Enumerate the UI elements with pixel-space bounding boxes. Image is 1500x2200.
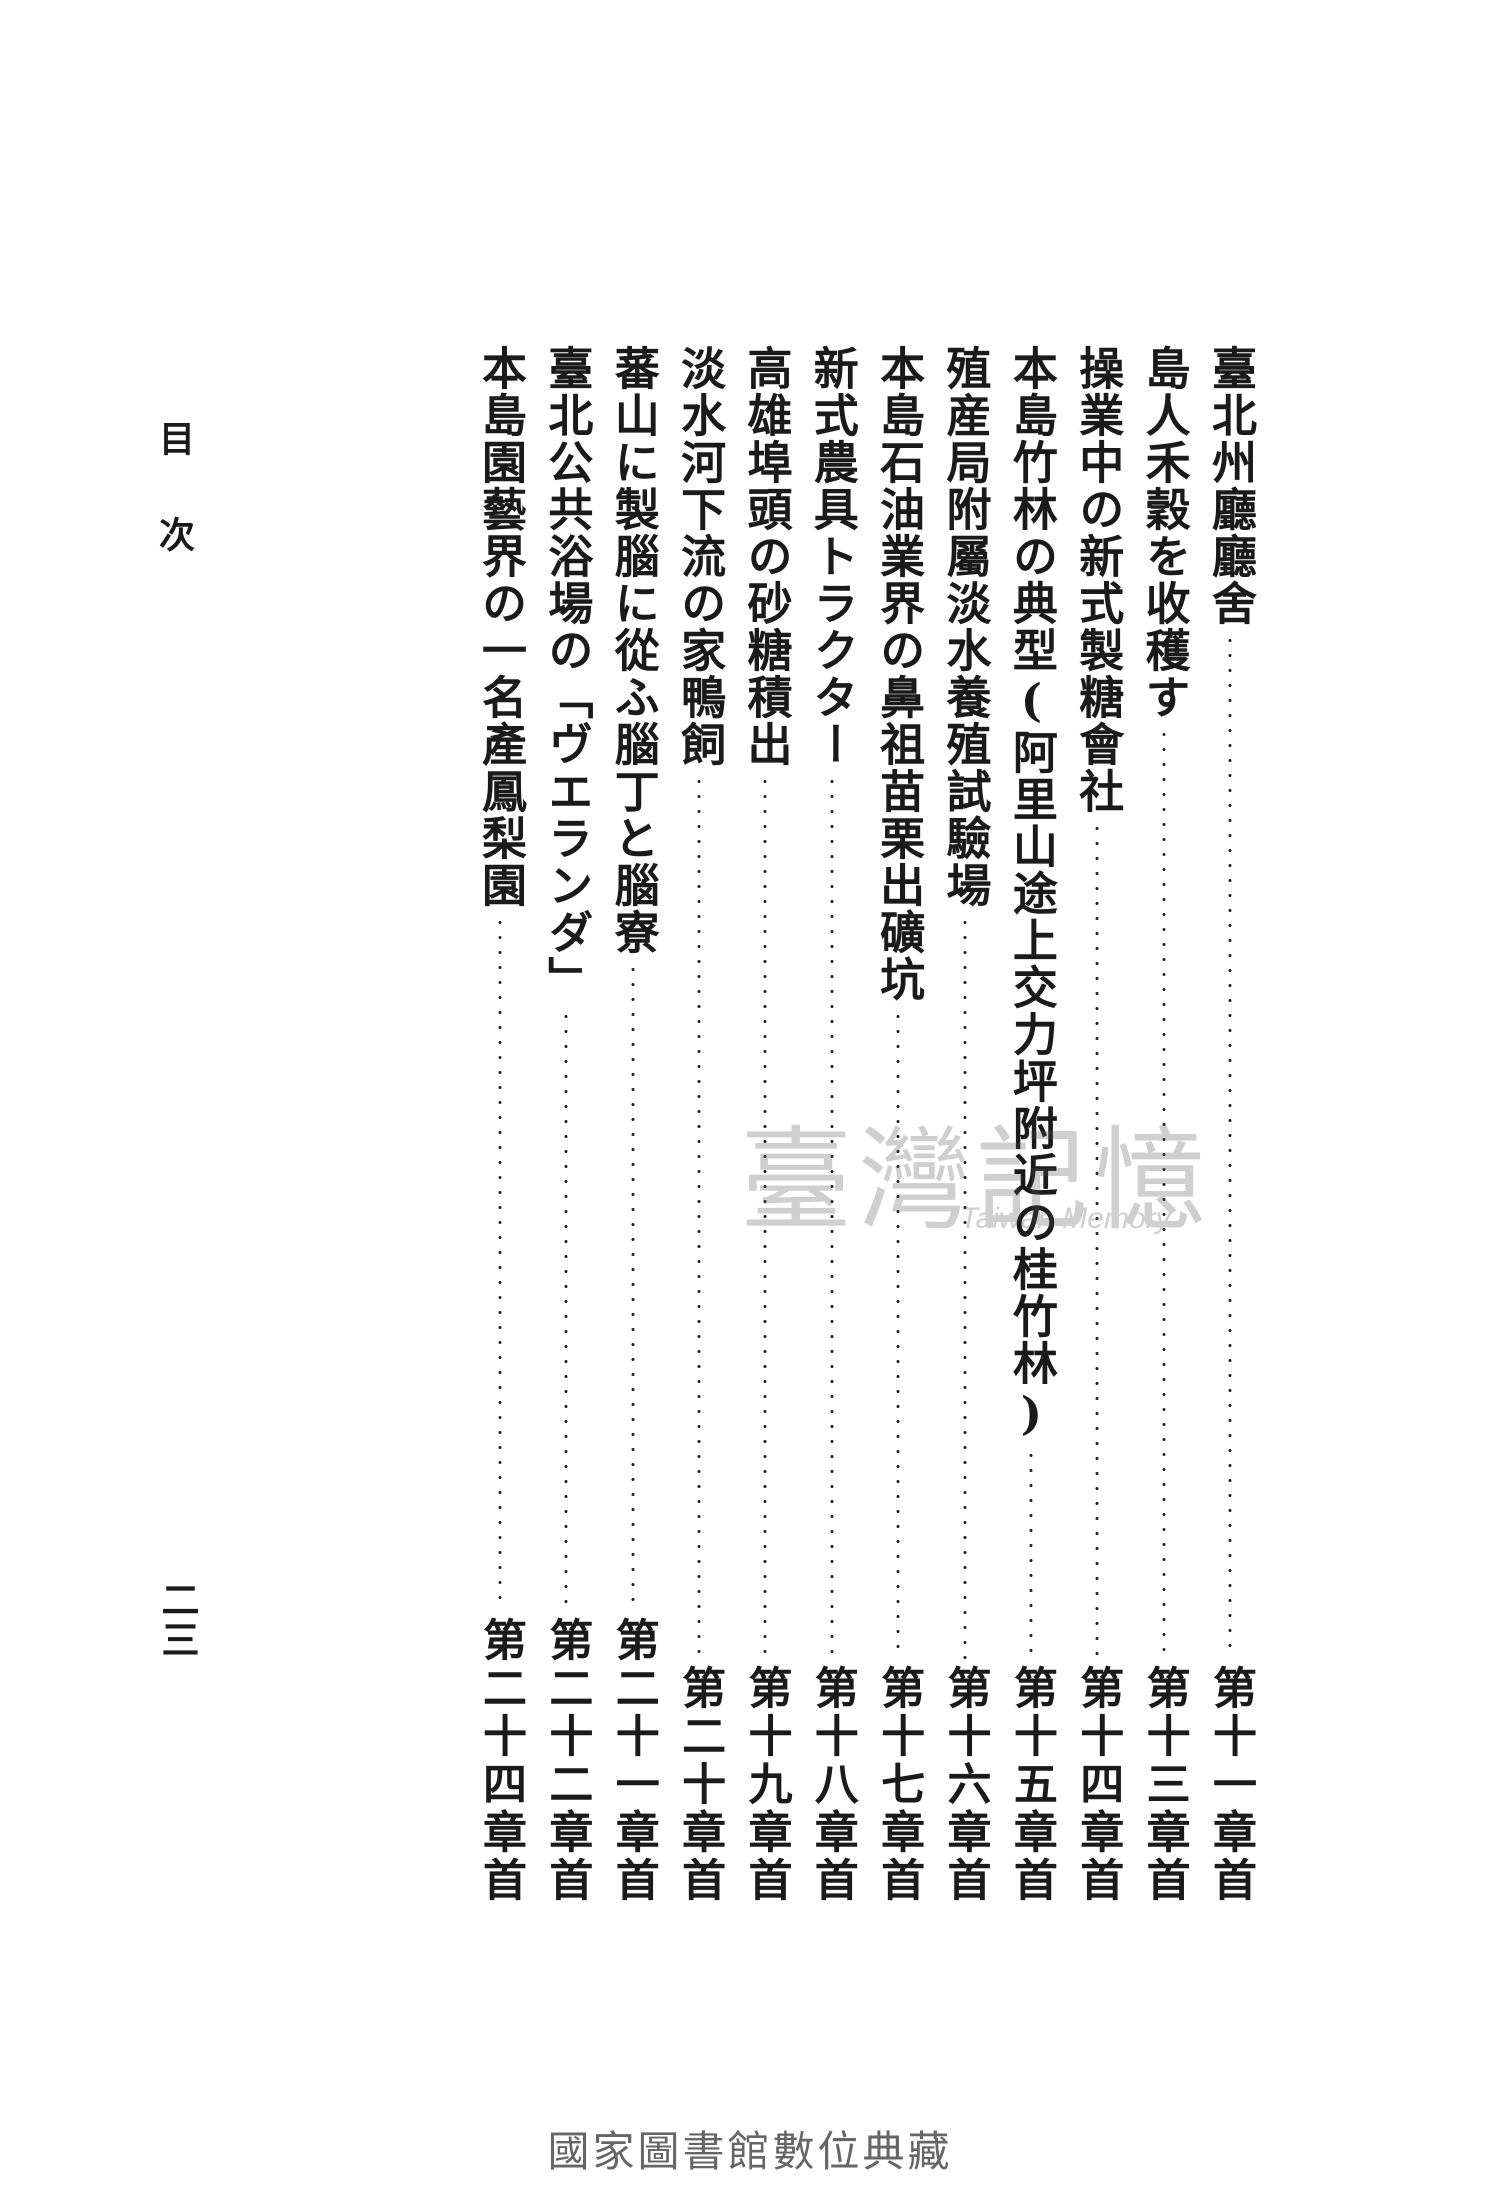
toc-entry-title: 本島竹林の典型(阿里山途上交力坪附近の桂竹林)	[1004, 345, 1058, 1442]
toc-entry-page: 第十八章首	[806, 1665, 858, 1905]
toc-entry-page: 第二十章首	[674, 1665, 726, 1905]
dot-leader	[1161, 727, 1166, 1659]
toc-entry[interactable]: 操業中の新式製糖會社 第十四章首	[1067, 345, 1127, 1905]
dot-leader	[962, 915, 967, 1659]
dot-leader	[697, 774, 702, 1659]
toc-entry-page: 第十九章首	[740, 1665, 792, 1905]
dot-leader	[564, 1009, 569, 1611]
toc-entry[interactable]: 本島竹林の典型(阿里山途上交力坪附近の桂竹林) 第十五章首	[1001, 345, 1061, 1905]
toc-entry-title: 淡水河下流の家鴨飼	[673, 345, 727, 768]
toc-entry-title: 島人禾穀を收穫す	[1137, 345, 1191, 721]
toc-entry-title: 殖産局附屬淡水養殖試驗場	[938, 345, 992, 909]
toc-entry-page: 第二十二章首	[541, 1617, 593, 1905]
table-of-contents: 臺北州廳廳舍 第十一章首 島人禾穀を收穫す 第十三章首 操業中の新式製糖會社 第…	[470, 345, 1260, 1905]
toc-entry-title: 蕃山に製腦に從ふ腦丁と腦寮	[606, 345, 660, 956]
toc-entry[interactable]: 新式農具トラクター 第十八章首	[802, 345, 862, 1905]
dot-leader	[1028, 1448, 1033, 1659]
toc-entry-page: 第十三章首	[1138, 1665, 1190, 1905]
toc-entry-title: 高雄埠頭の砂糖積出	[739, 345, 793, 768]
toc-entry[interactable]: 高雄埠頭の砂糖積出 第十九章首	[735, 345, 795, 1905]
toc-entry[interactable]: 淡水河下流の家鴨飼 第二十章首	[669, 345, 729, 1905]
toc-entry-title: 臺北公共浴場の「ヴエランダ」	[540, 345, 594, 1003]
toc-entry-title: 新式農具トラクター	[805, 345, 859, 768]
toc-entry-page: 第十六章首	[939, 1665, 991, 1905]
page-number: 二三	[155, 1580, 200, 1660]
dot-leader	[1095, 821, 1100, 1659]
library-footer: 國家圖書館數位典藏	[547, 2127, 953, 2176]
toc-entry[interactable]: 臺北公共浴場の「ヴエランダ」 第二十二章首	[536, 345, 596, 1905]
toc-entry-page: 第十一章首	[1204, 1665, 1256, 1905]
toc-entry-page: 第二十四章首	[475, 1617, 526, 1905]
dot-leader	[1227, 633, 1232, 1659]
section-label: 目次	[153, 420, 195, 612]
dot-leader	[498, 915, 502, 1611]
toc-entry[interactable]: 蕃山に製腦に從ふ腦丁と腦寮 第二十一章首	[603, 345, 663, 1905]
dot-leader	[630, 962, 635, 1611]
dot-leader	[829, 774, 834, 1659]
toc-entry[interactable]: 臺北州廳廳舍 第十一章首	[1200, 345, 1260, 1905]
toc-entry-title: 操業中の新式製糖會社	[1071, 345, 1125, 815]
toc-entry[interactable]: 本島石油業界の鼻祖苗栗出礦坑 第十七章首	[868, 345, 928, 1905]
toc-entry-page: 第十七章首	[873, 1665, 925, 1905]
toc-entry[interactable]: 島人禾穀を收穫す 第十三章首	[1134, 345, 1194, 1905]
toc-entry[interactable]: 本島園藝界の一名產鳳梨園 第二十四章首	[470, 345, 530, 1905]
toc-entry-page: 第十五章首	[1005, 1665, 1057, 1905]
toc-entry-title: 本島園藝界の一名產鳳梨園	[474, 345, 527, 909]
toc-entry[interactable]: 殖産局附屬淡水養殖試驗場 第十六章首	[935, 345, 995, 1905]
toc-entry-title: 本島石油業界の鼻祖苗栗出礦坑	[872, 345, 926, 1003]
toc-entry-page: 第十四章首	[1072, 1665, 1124, 1905]
toc-entry-page: 第二十一章首	[607, 1617, 659, 1905]
toc-entry-title: 臺北州廳廳舍	[1203, 345, 1257, 627]
dot-leader	[896, 1009, 901, 1659]
dot-leader	[763, 774, 768, 1659]
